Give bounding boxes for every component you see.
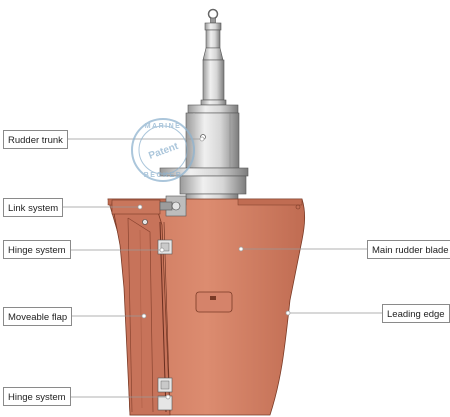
link-system-mechanism xyxy=(142,195,187,225)
label-hinge-system-lower: Hinge system xyxy=(3,387,71,406)
stamp-middle-text: Patent xyxy=(147,141,180,162)
lower-hinge xyxy=(157,377,173,411)
marine-patent-stamp: MARINE Patent BECKER xyxy=(131,118,195,182)
label-main-rudder-blade: Main rudder blade xyxy=(367,240,450,259)
upper-hinge xyxy=(157,239,173,255)
access-hatch xyxy=(195,291,233,313)
stamp-top-text: MARINE xyxy=(145,123,182,130)
label-hinge-system-upper: Hinge system xyxy=(3,240,71,259)
lifting-eye xyxy=(207,8,219,20)
label-rudder-trunk: Rudder trunk xyxy=(3,130,68,149)
label-leading-edge: Leading edge xyxy=(382,304,450,323)
label-moveable-flap: Moveable flap xyxy=(3,307,73,326)
label-link-system: Link system xyxy=(3,198,64,217)
stamp-bottom-text: BECKER xyxy=(144,172,183,179)
rudder-stock xyxy=(159,8,249,223)
